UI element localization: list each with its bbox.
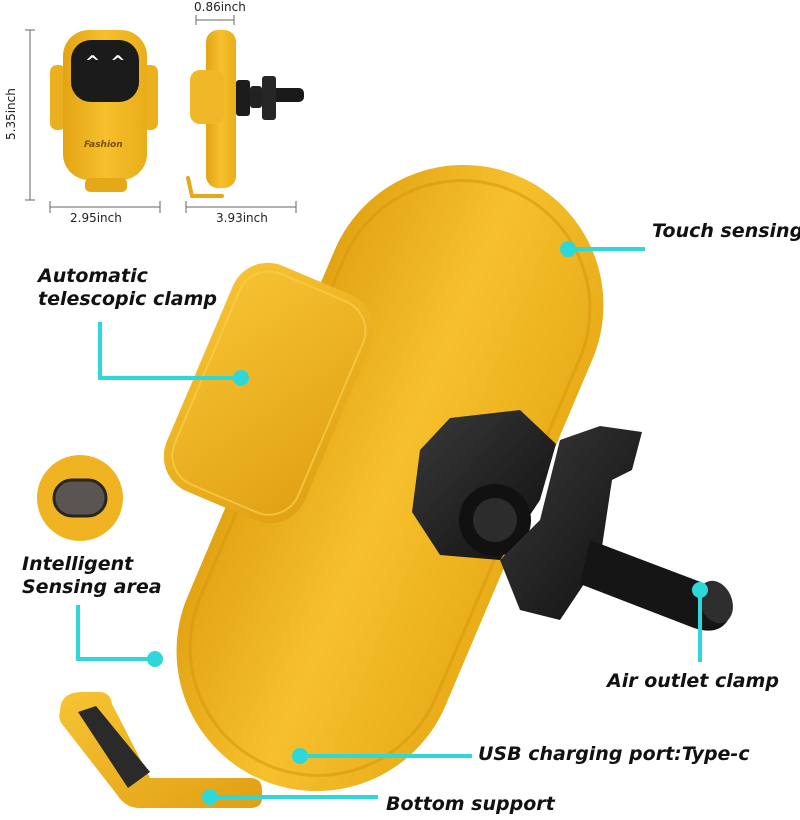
label-clamp-line1: Automatic bbox=[38, 265, 148, 287]
label-usb-port: USB charging port:Type-c bbox=[478, 743, 750, 765]
air-outlet-clamp bbox=[412, 410, 733, 631]
dimension-depth: 0.86inch bbox=[194, 0, 246, 14]
phone-holder-body bbox=[176, 164, 604, 792]
dimension-height: 5.35inch bbox=[4, 88, 18, 140]
bottom-support-hook bbox=[59, 692, 263, 808]
label-air-outlet: Air outlet clamp bbox=[607, 670, 779, 692]
callout-dots bbox=[147, 241, 708, 805]
main-product bbox=[59, 164, 733, 808]
side-view bbox=[185, 15, 304, 213]
callout-lines bbox=[76, 247, 702, 799]
dimension-width: 2.95inch bbox=[70, 211, 122, 225]
dimension-length: 3.93inch bbox=[216, 211, 268, 225]
front-view bbox=[25, 29, 161, 213]
sensing-area-inset bbox=[37, 455, 123, 541]
label-touch-sensing: Touch sensing bbox=[652, 220, 800, 242]
label-bottom-support: Bottom support bbox=[386, 793, 555, 815]
label-sensing-line2: Sensing area bbox=[22, 576, 162, 598]
brand-text: Fashion bbox=[84, 140, 123, 150]
telescopic-clamp-pad bbox=[163, 262, 374, 524]
label-sensing-line1: Intelligent bbox=[22, 553, 134, 575]
face-display: ^ ^ bbox=[85, 52, 128, 73]
label-clamp-line2: telescopic clamp bbox=[38, 288, 217, 310]
